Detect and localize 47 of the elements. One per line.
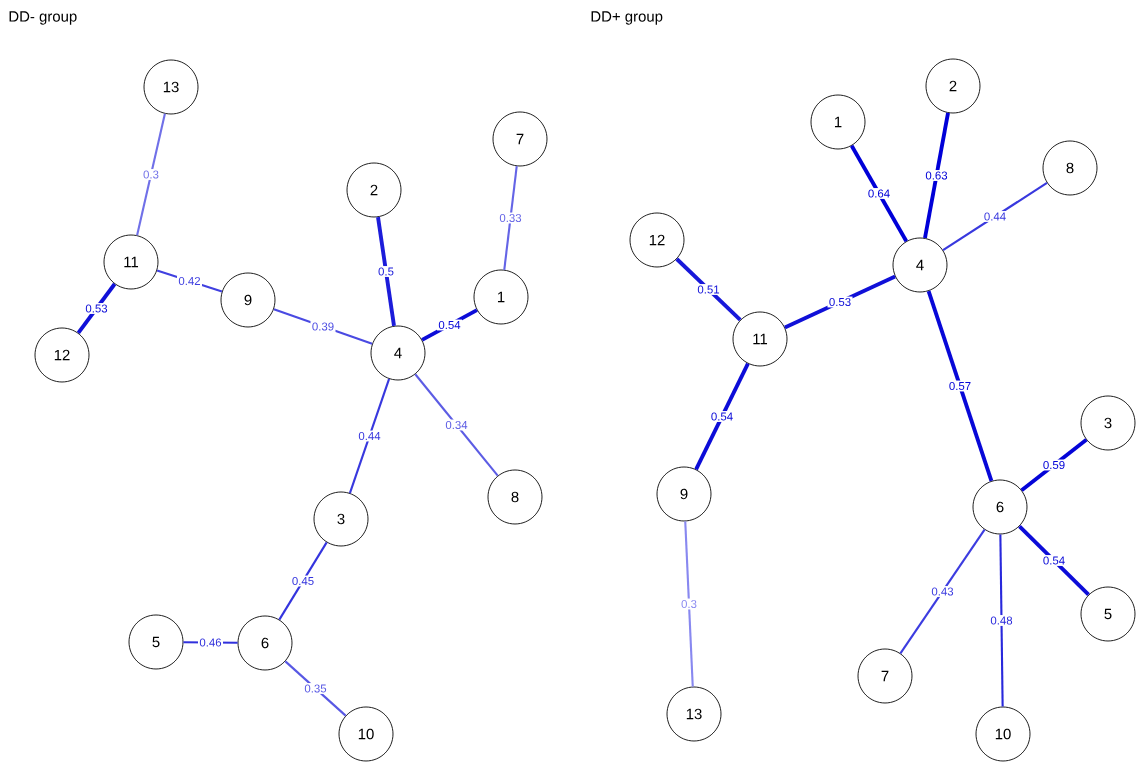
panel-title: DD+ group: [591, 11, 663, 25]
edge-line: [849, 144, 909, 243]
edge-line: [284, 660, 347, 717]
edge-label: 0.57: [947, 380, 973, 392]
edge-label: 0.39: [310, 321, 336, 332]
edge-label: 0.44: [357, 430, 383, 442]
edge-label: 0.33: [498, 212, 523, 224]
edge-line: [999, 534, 1004, 707]
edge-line: [503, 166, 518, 270]
edge-line: [278, 541, 328, 621]
edge-label: 0.54: [1041, 555, 1067, 566]
edge-label: 0.34: [444, 419, 469, 431]
edge-line: [1020, 438, 1088, 492]
edge-line: [136, 113, 166, 236]
edge-line: [899, 529, 986, 654]
edge-line: [694, 362, 750, 471]
edge-label: 0.54: [709, 411, 735, 422]
edge-label: 0.51: [696, 284, 721, 295]
edge-label: 0.59: [1041, 459, 1067, 471]
edge-label: 0.44: [982, 211, 1008, 222]
edge-label: 0.5: [376, 266, 396, 277]
edge-line: [421, 308, 478, 342]
edge-label: 0.45: [290, 575, 316, 587]
edge-line: [348, 378, 391, 494]
edge-label: 0.3: [141, 169, 161, 180]
edge-label: 0.35: [303, 683, 329, 694]
edge-line: [675, 257, 742, 322]
panel-title: DD- group: [9, 11, 77, 25]
edge-label: 0.63: [924, 170, 949, 181]
edge-line: [376, 216, 396, 327]
edge-label: 0.43: [930, 586, 955, 597]
edge-line: [784, 274, 896, 330]
edge-line: [923, 112, 950, 239]
edge-line: [942, 182, 1048, 251]
edge-line: [76, 282, 117, 335]
edge-label: 0.3: [679, 598, 699, 610]
edge-label: 0.46: [198, 637, 223, 648]
edge-label: 0.64: [866, 188, 892, 199]
edge-label: 0.53: [827, 296, 853, 308]
edge-label: 0.48: [989, 615, 1015, 626]
edge-label: 0.54: [437, 319, 462, 331]
edge-label: 0.53: [84, 303, 110, 314]
edge-line: [684, 521, 694, 687]
edge-line: [926, 290, 994, 482]
edge-line: [1018, 524, 1090, 597]
edge-line: [414, 373, 499, 477]
edge-label: 0.42: [177, 275, 202, 287]
